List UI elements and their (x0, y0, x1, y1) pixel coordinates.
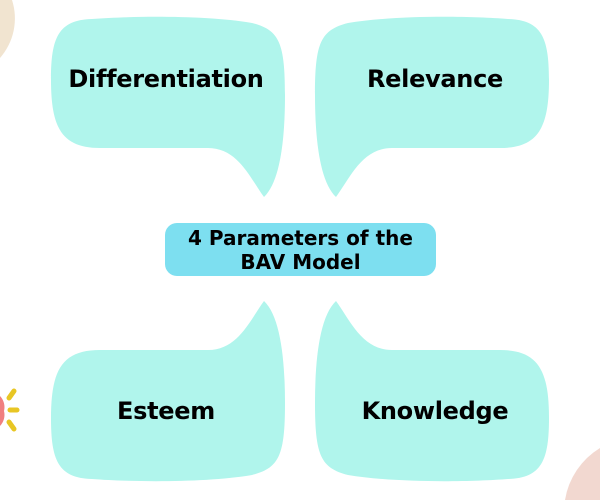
bubble-label-esteem: Esteem (117, 397, 215, 425)
decor-circle-pink (565, 448, 600, 500)
decor-circle-beige (0, 0, 15, 58)
bubble-top-right (315, 16, 549, 198)
center-title-line1: 4 Parameters of the (188, 225, 413, 250)
center-title-line2: BAV Model (240, 249, 361, 274)
bubble-bottom-left (51, 301, 285, 482)
sparkle-icon (6, 388, 20, 432)
decor-circle-red (0, 396, 5, 426)
bubble-label-relevance: Relevance (367, 65, 503, 93)
center-title-box: 4 Parameters of the BAV Model (165, 223, 436, 276)
bubble-top-left (51, 16, 285, 198)
bubble-label-differentiation: Differentiation (68, 65, 264, 93)
bubble-bottom-right (315, 301, 549, 482)
bubble-label-knowledge: Knowledge (361, 397, 509, 425)
